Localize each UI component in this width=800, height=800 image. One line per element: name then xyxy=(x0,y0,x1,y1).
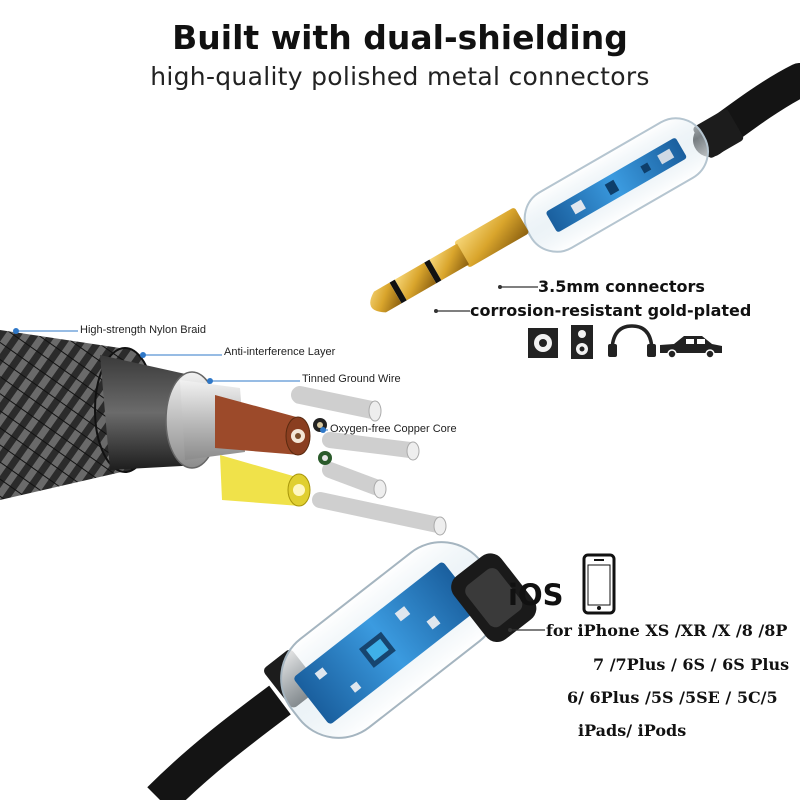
device-icons xyxy=(528,324,722,359)
car-icon xyxy=(660,336,722,359)
cable-cross-section xyxy=(0,328,447,536)
compat-line-1: for iPhone XS /XR /X /8 /8P xyxy=(546,621,788,640)
lightning-cable xyxy=(147,685,291,800)
label-3-5mm-connectors: 3.5mm connectors xyxy=(538,277,705,296)
page-subtitle: high-quality polished metal connectors xyxy=(150,62,650,91)
ios-label: iOS xyxy=(508,578,564,612)
copper-strands xyxy=(291,386,447,536)
hifi-speaker-icon xyxy=(571,325,593,359)
label-ground-wire: Tinned Ground Wire xyxy=(302,373,401,385)
lightning-tip xyxy=(451,553,537,643)
compat-line-4: iPads/ iPods xyxy=(578,721,687,740)
jack-connector xyxy=(370,63,800,313)
red-core xyxy=(215,395,305,455)
yellow-core xyxy=(220,455,304,506)
smartphone-icon xyxy=(582,553,616,615)
compat-line-2: 7 /7Plus / 6S / 6S Plus xyxy=(593,655,790,674)
compat-line-3: 6/ 6Plus /5S /5SE / 5C/5 xyxy=(567,688,778,707)
label-gold-plated: corrosion-resistant gold-plated xyxy=(470,301,752,320)
headphones-icon xyxy=(608,324,656,357)
jack-housing xyxy=(523,117,709,253)
layer-leader-lines xyxy=(13,328,328,433)
label-nylon-braid: High-strength Nylon Braid xyxy=(80,324,206,336)
page-title: Built with dual-shielding xyxy=(172,18,628,57)
speaker-icon xyxy=(528,328,558,358)
lightning-connector xyxy=(147,541,545,800)
lightning-housing xyxy=(280,541,500,739)
gold-plug xyxy=(370,208,529,313)
label-anti-interference: Anti-interference Layer xyxy=(224,346,336,358)
label-copper-core: Oxygen-free Copper Core xyxy=(330,423,457,435)
